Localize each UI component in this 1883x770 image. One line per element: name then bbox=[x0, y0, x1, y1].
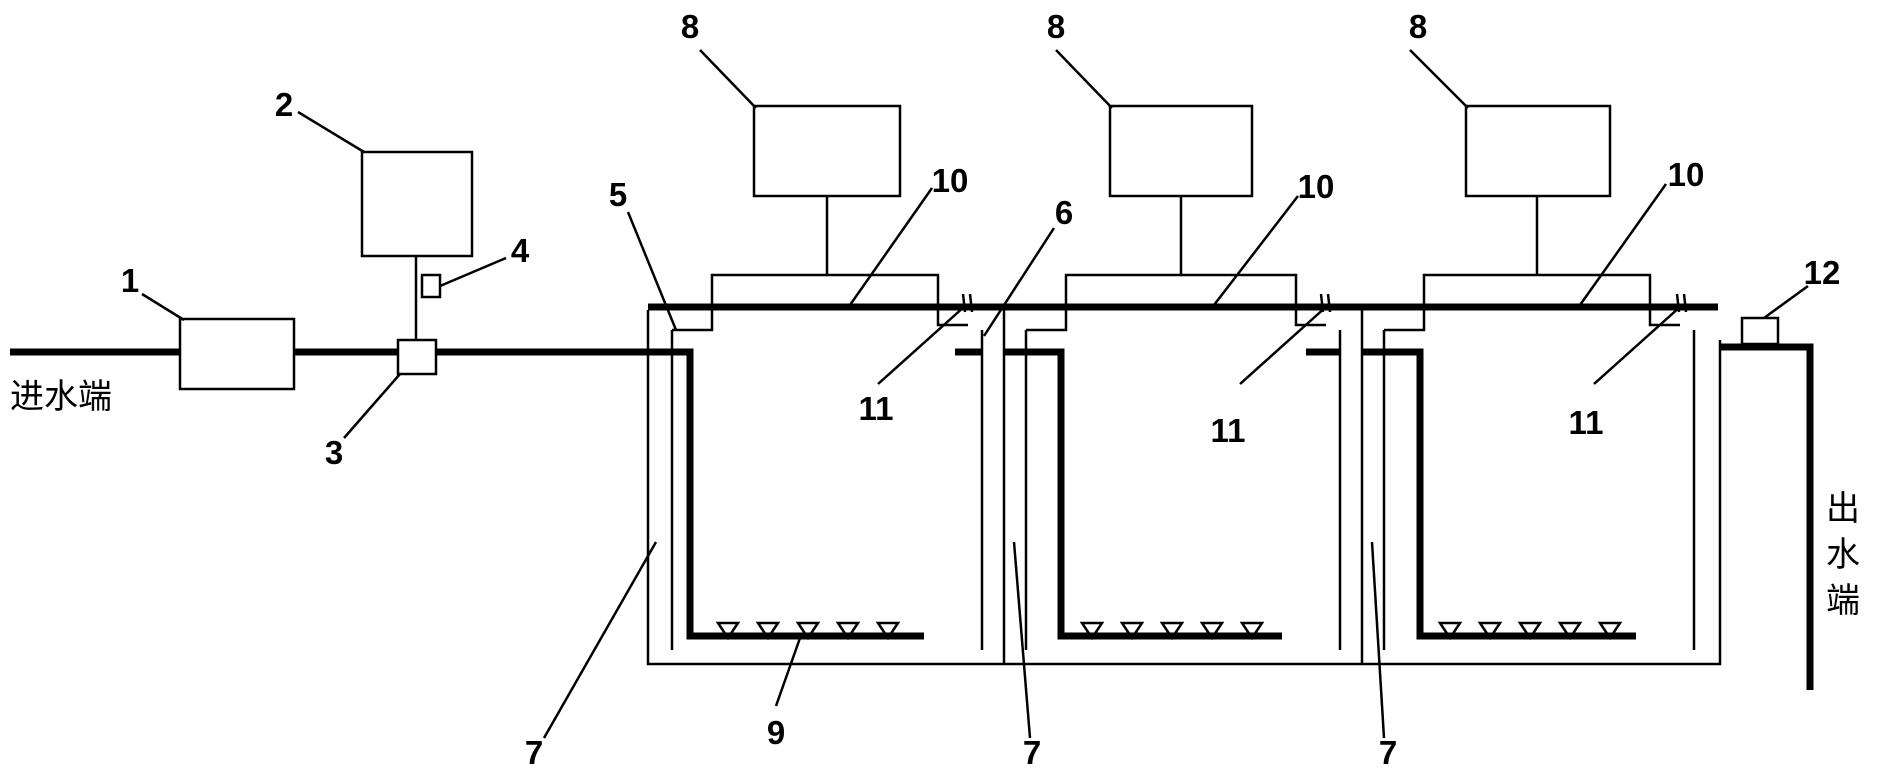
chamber-2 bbox=[1004, 104, 1342, 650]
diffuser-icon bbox=[875, 621, 901, 641]
label-8b: 8 bbox=[1047, 8, 1065, 45]
outlet-label-char-1: 出 bbox=[1826, 489, 1860, 529]
label-12: 12 bbox=[1804, 254, 1841, 291]
diffusers-9-2 bbox=[1079, 621, 1265, 641]
leader-9 bbox=[774, 637, 802, 707]
diffusers-9-1 bbox=[715, 621, 901, 641]
label-10a: 10 bbox=[932, 162, 969, 199]
leader-7c bbox=[1370, 541, 1386, 739]
label-9: 9 bbox=[767, 714, 785, 751]
diffuser-icon bbox=[1477, 621, 1503, 641]
leader-4 bbox=[439, 256, 507, 288]
label-7b: 7 bbox=[1023, 734, 1041, 770]
diffuser-icon bbox=[1597, 621, 1623, 641]
chamber-3 bbox=[1362, 104, 1696, 650]
diffuser-icon bbox=[715, 621, 741, 641]
chamber-1 bbox=[664, 104, 984, 650]
tank-outline bbox=[646, 303, 1722, 666]
label-11c: 11 bbox=[1569, 404, 1604, 441]
component-3-box bbox=[396, 338, 438, 376]
diffuser-icon bbox=[1517, 621, 1543, 641]
label-8c: 8 bbox=[1409, 8, 1427, 45]
label-4: 4 bbox=[511, 232, 530, 269]
inlet-label: 进水端 bbox=[10, 377, 112, 417]
diffuser-icon bbox=[1437, 621, 1463, 641]
label-3: 3 bbox=[325, 434, 343, 471]
leader-10c bbox=[1578, 183, 1668, 306]
leader-11b bbox=[1239, 305, 1328, 385]
diffuser-icon bbox=[1159, 621, 1185, 641]
label-10b: 10 bbox=[1298, 168, 1335, 205]
inlet-pipe-chamber-2 bbox=[1004, 348, 1282, 640]
outlet-section bbox=[1720, 316, 1814, 690]
leader-7a bbox=[542, 541, 658, 739]
outlet-label-char-3: 端 bbox=[1826, 581, 1860, 621]
diffuser-icon bbox=[835, 621, 861, 641]
manifold-10-2 bbox=[1026, 273, 1326, 332]
leader-12 bbox=[1763, 284, 1809, 320]
label-6: 6 bbox=[1055, 194, 1073, 231]
leader-6 bbox=[982, 227, 1056, 337]
diffuser-icon bbox=[1119, 621, 1145, 641]
diffuser-icon bbox=[755, 621, 781, 641]
leader-11a bbox=[877, 305, 966, 385]
inlet-pipe-chamber-3 bbox=[1362, 348, 1636, 640]
leader-2 bbox=[297, 110, 365, 154]
label-11a: 11 bbox=[859, 390, 894, 427]
manifold-10-3 bbox=[1384, 273, 1680, 332]
leader-1 bbox=[141, 292, 185, 322]
leader-10b bbox=[1213, 195, 1299, 306]
device-8-box-3 bbox=[1464, 104, 1612, 198]
diffuser-icon bbox=[1199, 621, 1225, 641]
labels: 进水端 出 水 端 1 2 3 4 5 6 7 7 7 8 8 8 9 10 1… bbox=[10, 8, 1860, 770]
device-8-box-2 bbox=[1108, 104, 1254, 198]
label-5: 5 bbox=[609, 176, 627, 213]
outlet-label-char-2: 水 bbox=[1826, 535, 1860, 575]
inlet-section bbox=[10, 150, 668, 391]
valve-11-3b bbox=[1682, 293, 1688, 313]
tank-outer-wall bbox=[646, 310, 1722, 666]
component-1-box bbox=[178, 317, 296, 391]
diffuser-icon bbox=[1557, 621, 1583, 641]
label-7c: 7 bbox=[1379, 734, 1397, 770]
outlet-pipe bbox=[1720, 343, 1814, 690]
valve-11-1a bbox=[961, 293, 967, 313]
component-2-box bbox=[360, 150, 474, 258]
label-10c: 10 bbox=[1668, 156, 1705, 193]
diffuser-icon bbox=[1079, 621, 1105, 641]
leader-5 bbox=[626, 211, 678, 331]
manifold-10-1 bbox=[672, 273, 968, 332]
component-4-box bbox=[420, 273, 442, 299]
leader-8a bbox=[699, 49, 757, 109]
leader-3 bbox=[343, 373, 401, 439]
leader-7b bbox=[1012, 541, 1032, 739]
device-8-box-1 bbox=[752, 104, 902, 198]
leader-8c bbox=[1409, 49, 1469, 109]
label-7a: 7 bbox=[525, 734, 543, 770]
label-11b: 11 bbox=[1211, 412, 1246, 449]
diffuser-icon bbox=[795, 621, 821, 641]
label-8a: 8 bbox=[681, 8, 699, 45]
label-2: 2 bbox=[275, 86, 293, 123]
leader-11c bbox=[1593, 305, 1682, 385]
diffusers-9-3 bbox=[1437, 621, 1623, 641]
leader-10a bbox=[848, 187, 934, 306]
valve-11-1b bbox=[968, 293, 974, 313]
leader-8b bbox=[1055, 49, 1113, 109]
component-12-box bbox=[1740, 316, 1780, 346]
label-1: 1 bbox=[121, 262, 139, 299]
valve-11-2b bbox=[1326, 293, 1332, 313]
diffuser-icon bbox=[1239, 621, 1265, 641]
leader-lines bbox=[141, 49, 1809, 739]
